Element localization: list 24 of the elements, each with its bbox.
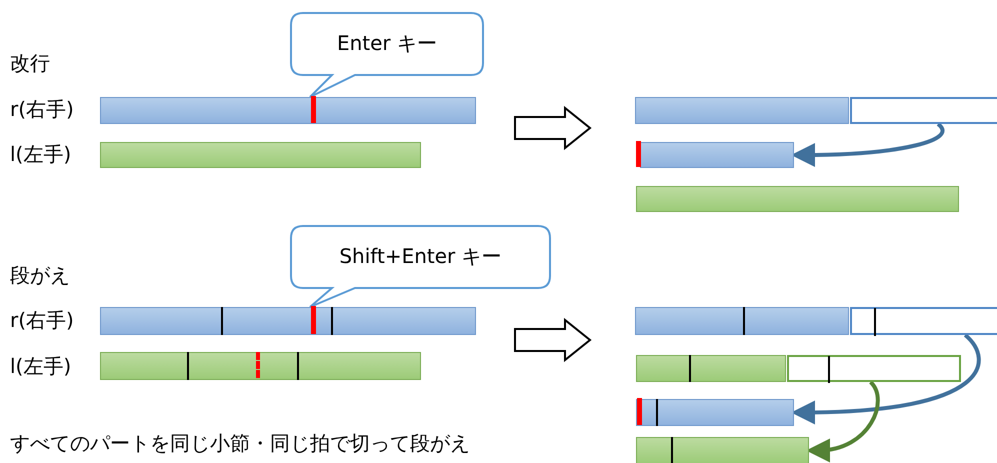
- part-label: r(右手): [10, 96, 74, 123]
- bar: [100, 97, 476, 124]
- speech-bubble: [290, 225, 551, 307]
- part-label: l(左手): [10, 353, 72, 380]
- bar: [636, 437, 809, 463]
- bar: [636, 186, 959, 212]
- section-heading: 改行: [10, 50, 50, 77]
- outlined-bar: [787, 355, 961, 382]
- speech-bubble: [290, 12, 484, 97]
- outlined-bar: [850, 97, 997, 124]
- bar: [100, 142, 421, 168]
- part-label: r(右手): [10, 307, 74, 334]
- note-text: すべてのパートを同じ小節・同じ拍で切って段がえ: [10, 430, 470, 457]
- outlined-bar: [850, 307, 997, 335]
- bar: [635, 307, 849, 335]
- bar: [636, 355, 786, 382]
- part-label: l(左手): [10, 141, 72, 168]
- bar: [100, 352, 421, 380]
- section-heading: 段がえ: [10, 262, 70, 289]
- callout-text: Enter キー: [336, 30, 438, 57]
- bar: [100, 307, 476, 335]
- bar: [635, 97, 849, 124]
- callout-text: Shift+Enter キー: [338, 243, 503, 270]
- bar: [636, 399, 794, 426]
